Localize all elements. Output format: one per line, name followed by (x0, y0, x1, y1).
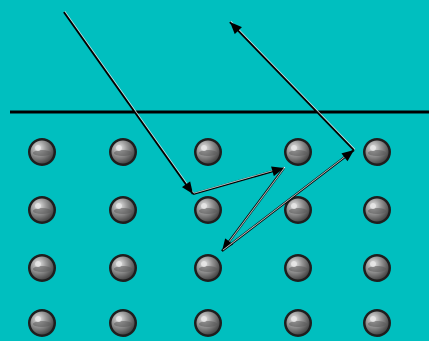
atom-r1c2 (194, 196, 222, 224)
atom-r3c4 (363, 309, 391, 337)
atom-r3c1 (109, 309, 137, 337)
atom-r0c1 (109, 138, 137, 166)
atom-r2c2 (194, 254, 222, 282)
atom-r0c4 (363, 138, 391, 166)
atom-r2c4 (363, 254, 391, 282)
atom-r3c3 (284, 309, 312, 337)
atom-r2c0 (28, 254, 56, 282)
atom-r1c1 (109, 196, 137, 224)
atom-r1c4 (363, 196, 391, 224)
atom-r3c2 (194, 309, 222, 337)
atom-r0c0 (28, 138, 56, 166)
atom-r0c3 (284, 138, 312, 166)
atom-r3c0 (28, 309, 56, 337)
atom-r0c2 (194, 138, 222, 166)
atom-r1c0 (28, 196, 56, 224)
atom-r2c3 (284, 254, 312, 282)
atom-r2c1 (109, 254, 137, 282)
